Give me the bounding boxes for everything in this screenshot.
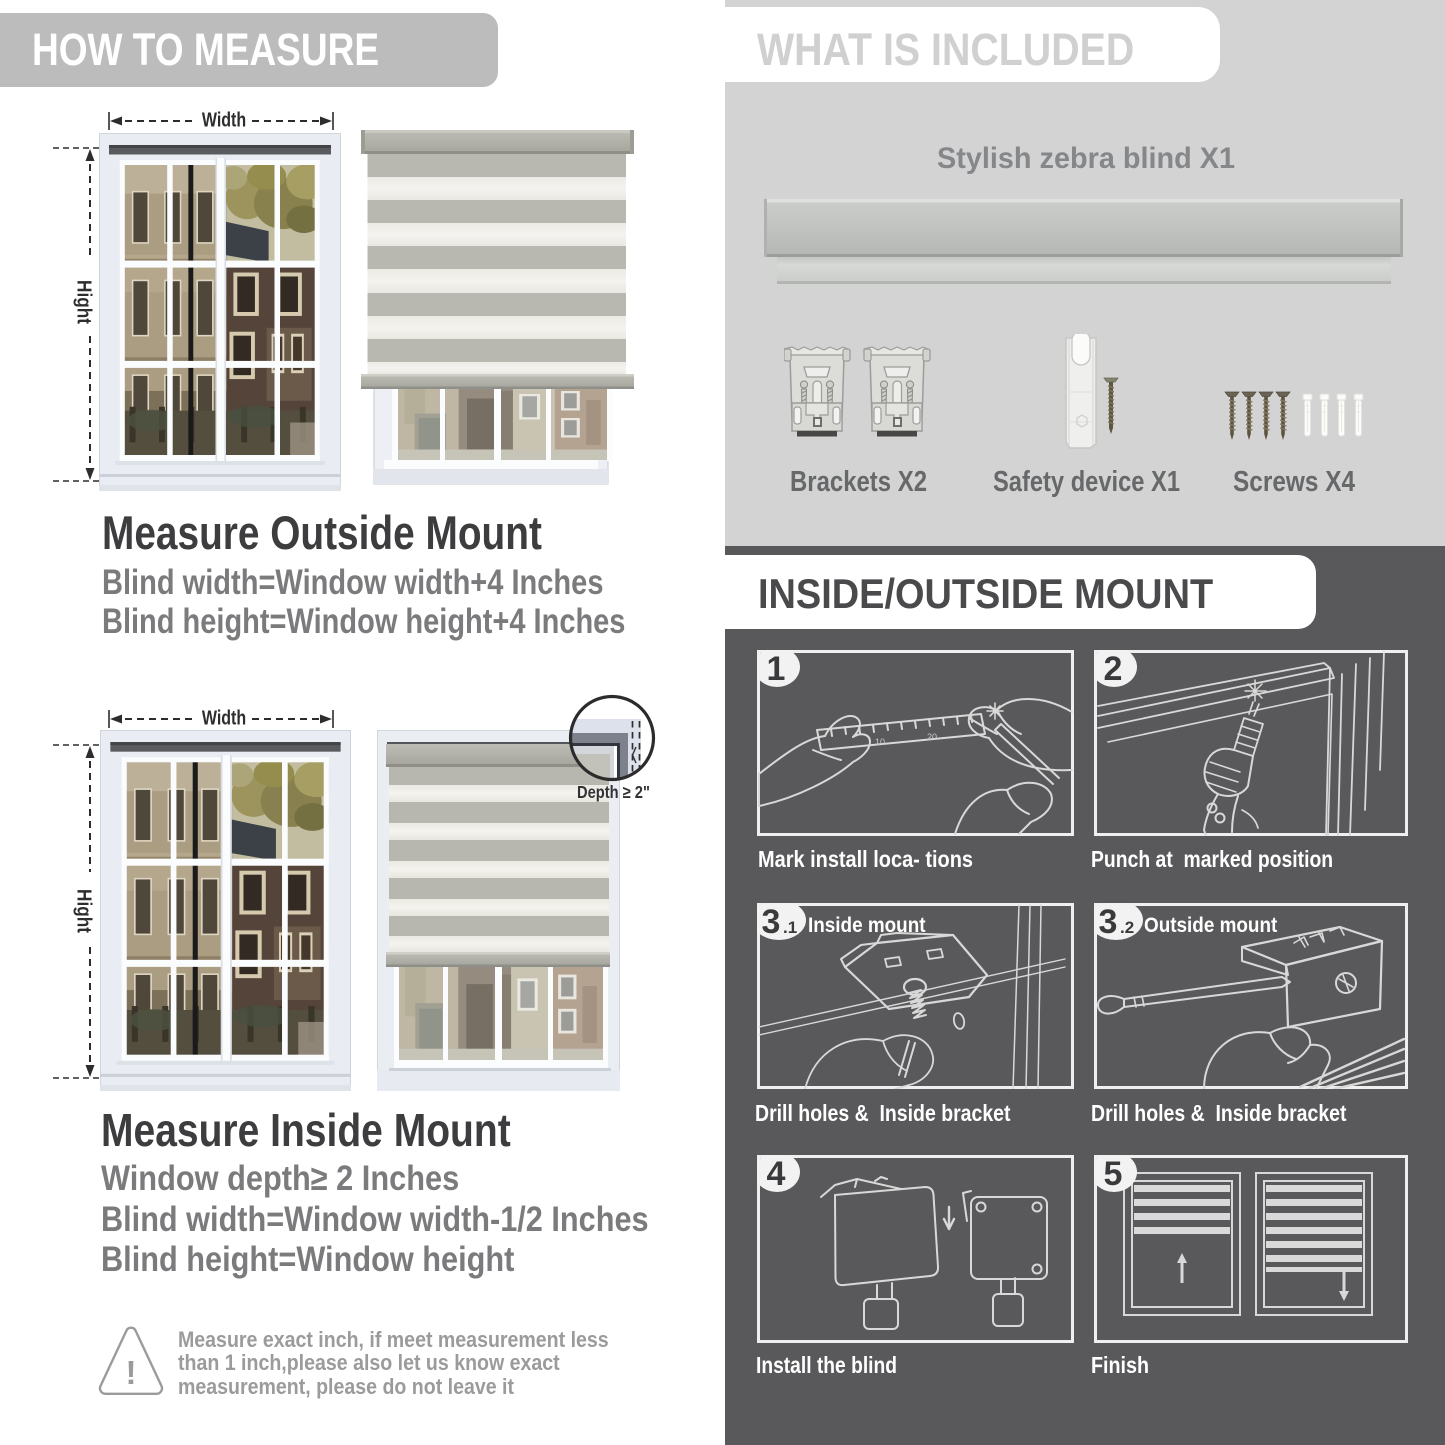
svg-text:10: 10: [875, 737, 885, 747]
svg-text:20: 20: [927, 732, 937, 742]
svg-text:1: 1: [767, 650, 786, 688]
svg-text:3: 3: [762, 903, 781, 941]
svg-text:2: 2: [1104, 650, 1123, 688]
svg-text:3: 3: [1099, 903, 1118, 941]
svg-text:.1: .1: [783, 918, 797, 937]
svg-text:Width: Width: [202, 109, 246, 131]
svg-text:Hight: Hight: [73, 889, 96, 933]
svg-text:5: 5: [1104, 1155, 1123, 1193]
svg-text:Outside mount: Outside mount: [1144, 914, 1278, 937]
svg-text:!: !: [126, 1354, 137, 1391]
svg-text:Width: Width: [202, 707, 246, 729]
svg-text:Hight: Hight: [73, 280, 96, 324]
svg-text:.2: .2: [1120, 918, 1134, 937]
svg-text:Inside mount: Inside mount: [808, 914, 926, 937]
svg-text:4: 4: [767, 1155, 786, 1193]
